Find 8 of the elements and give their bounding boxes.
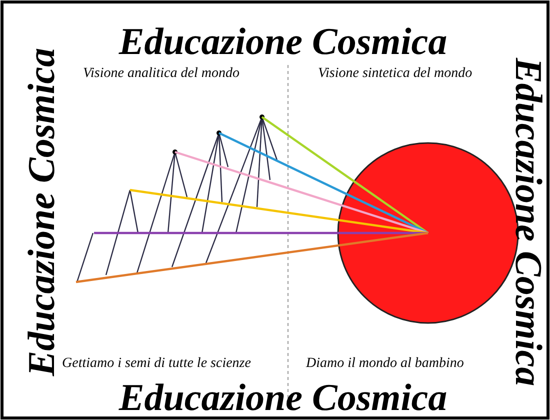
- title: Educazione Cosmica: [118, 20, 448, 64]
- caption-text: Diamo il mondo al bambino: [306, 356, 464, 372]
- bottom-title: Educazione Cosmica: [118, 376, 448, 420]
- caption-text: Gettiamo i semi di tutte le scienze: [62, 356, 251, 372]
- section-heading: Visione analitica del mondo: [83, 66, 240, 82]
- side-title: Educazione Cosmica: [20, 48, 63, 376]
- section-heading: Visione sintetica del mondo: [318, 66, 472, 82]
- side-title: Educazione Cosmica: [506, 58, 550, 386]
